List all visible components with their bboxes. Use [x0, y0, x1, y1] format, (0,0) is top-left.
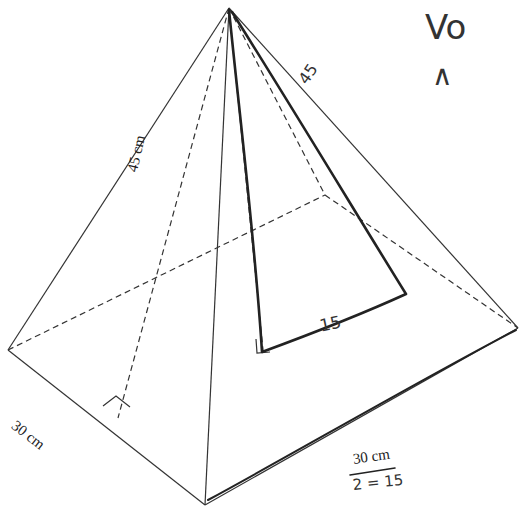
dimension-label: 30 cm: [9, 418, 47, 453]
handwritten-note: Vo: [425, 10, 466, 44]
dimension-label: 45 cm: [125, 134, 148, 174]
handwritten-dimension: 45: [296, 61, 321, 87]
handwritten-calculation: 2 = 15: [352, 473, 404, 493]
handwritten-note: ∧: [432, 62, 453, 90]
dimension-label: 30 cm: [352, 447, 391, 467]
handwritten-dimension: 15: [318, 314, 343, 335]
